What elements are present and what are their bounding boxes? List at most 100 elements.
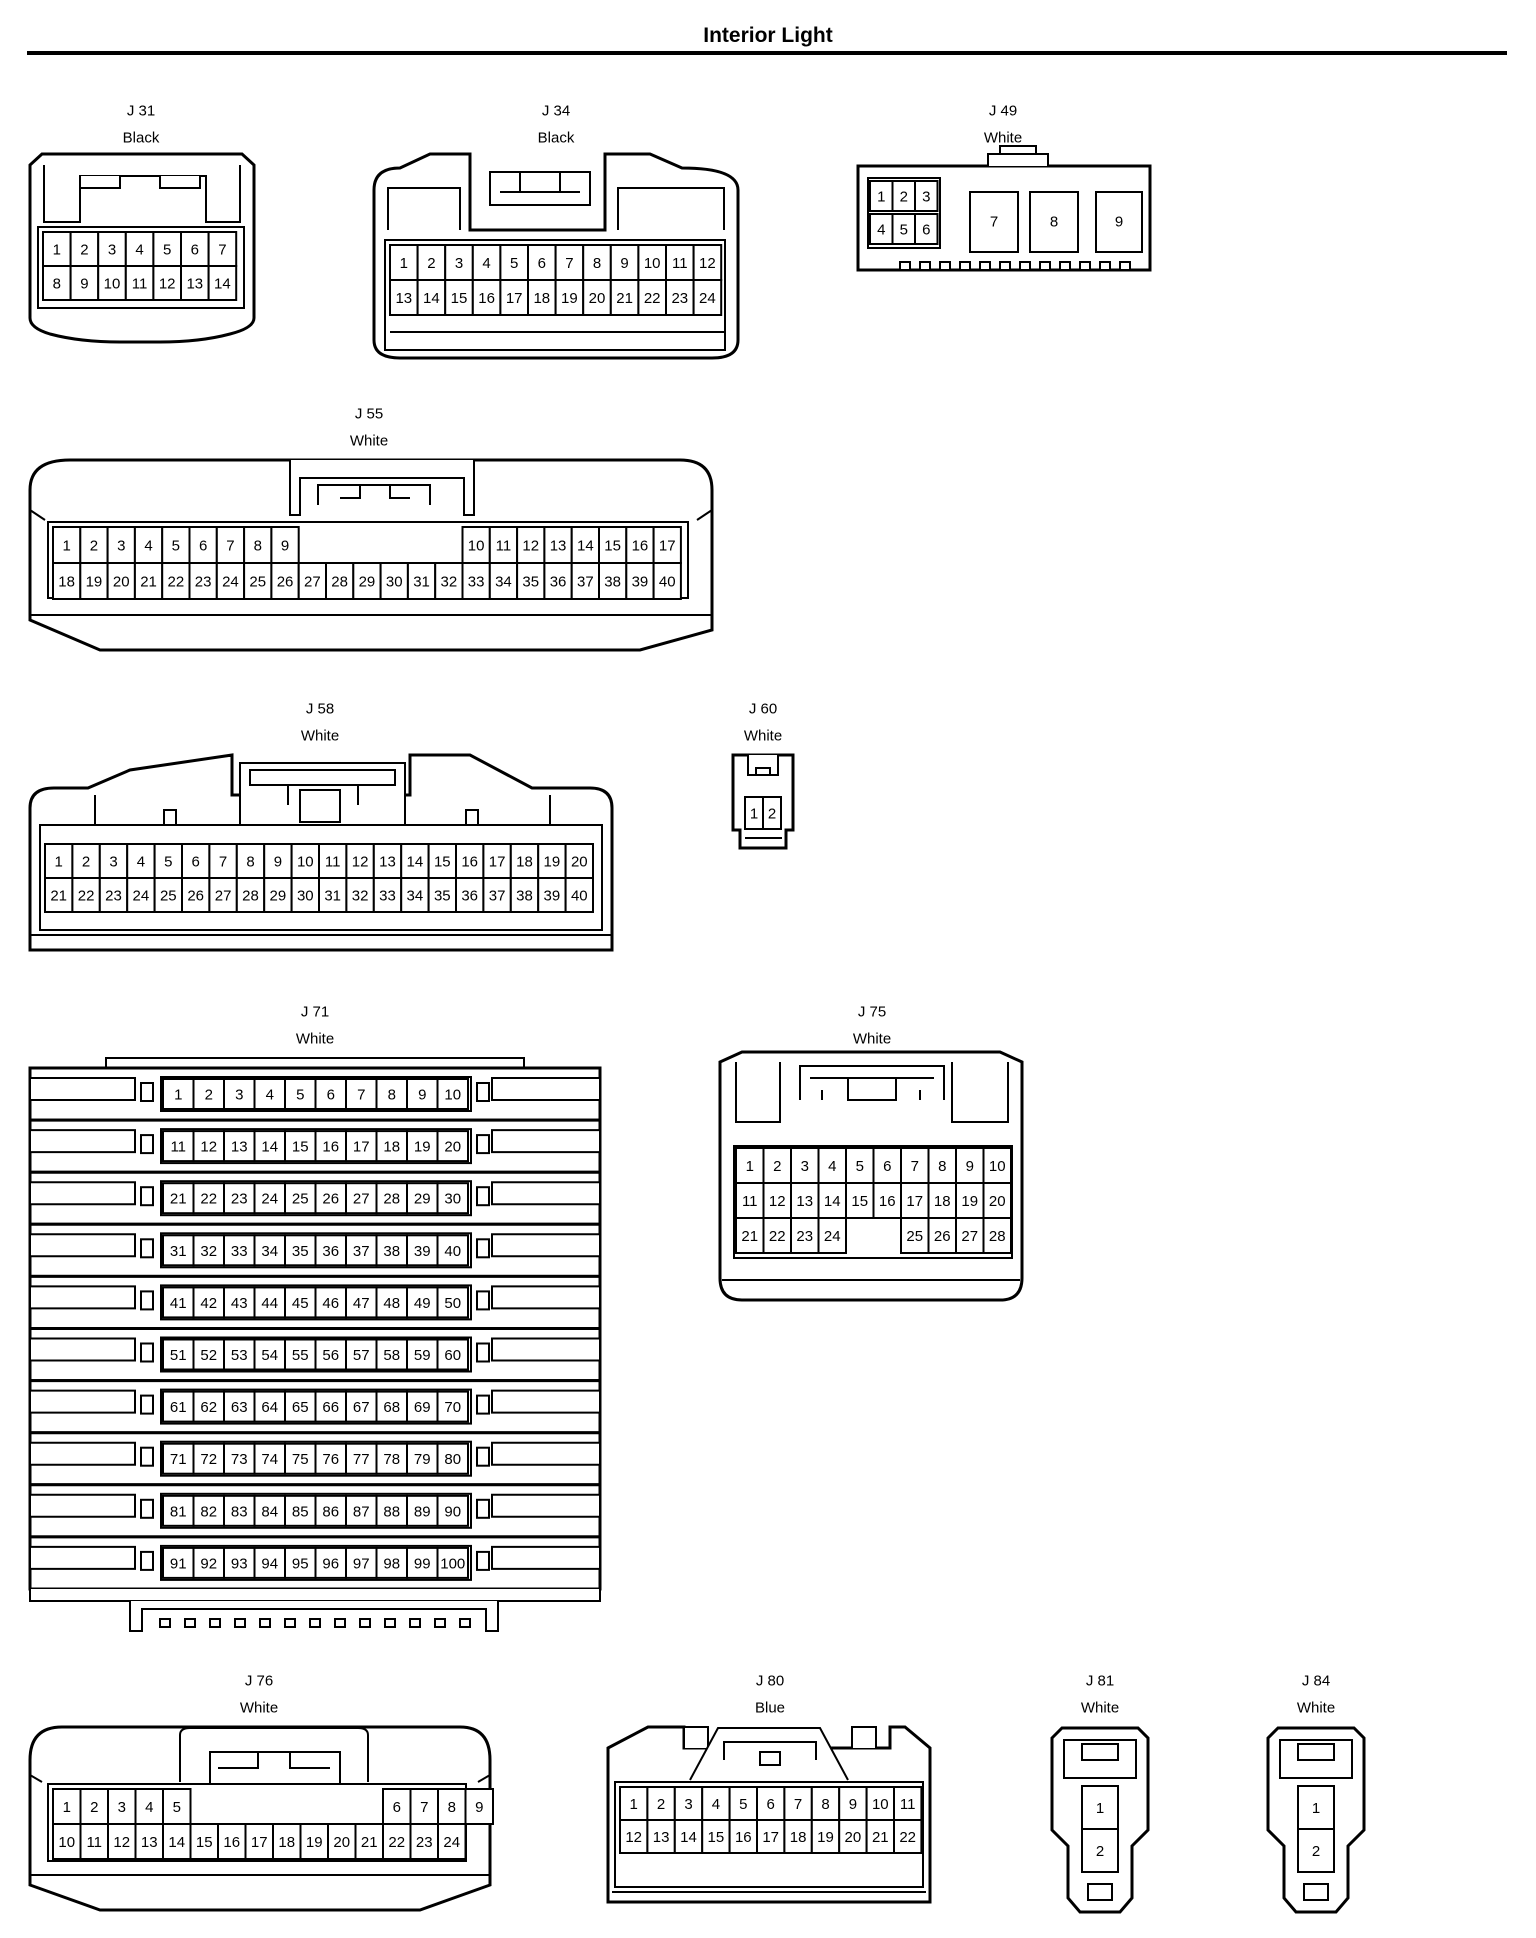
pin: [314, 1234, 347, 1267]
lock-slot: [140, 1186, 154, 1207]
tier-right-notch: [491, 1545, 601, 1583]
pin: [284, 1338, 317, 1371]
pin-number: 56: [322, 1347, 339, 1364]
pin-number: 4: [145, 1799, 153, 1816]
pin-number: 23: [416, 1834, 433, 1851]
tier-left-notch: [29, 1493, 136, 1531]
pin: [345, 877, 375, 913]
pin: [253, 1182, 286, 1215]
pin-number: 25: [249, 574, 266, 591]
foot-tooth: [309, 1618, 321, 1628]
pin-number: 19: [544, 854, 561, 871]
pin-number: 2: [90, 538, 98, 555]
pin-number: 8: [388, 1087, 396, 1104]
pin: [625, 526, 655, 564]
lock-slot: [140, 1550, 154, 1571]
pin-number: 14: [577, 538, 594, 555]
pin-number: 49: [414, 1295, 431, 1312]
lock-slot: [140, 1238, 154, 1259]
foot: [1079, 261, 1091, 271]
pin-number: 5: [296, 1087, 304, 1104]
pin-number: 4: [482, 255, 490, 272]
pin-number: 22: [388, 1834, 405, 1851]
pin-number: 1: [400, 255, 408, 272]
pin: [71, 843, 101, 879]
pin-number: 20: [589, 290, 606, 307]
connector-id: J 75: [858, 1004, 886, 1021]
pin: [345, 1286, 378, 1319]
pin: [223, 1130, 256, 1163]
pin: [444, 279, 474, 316]
pin-number: 7: [990, 214, 998, 231]
pin-number: 9: [966, 1158, 974, 1175]
tier-right-notch: [491, 1077, 601, 1115]
pin-number: 23: [195, 574, 212, 591]
pin-number: 5: [900, 222, 908, 239]
pin-number: 73: [231, 1451, 248, 1468]
pin-number: 15: [708, 1829, 725, 1846]
lock-slot: [476, 1082, 490, 1102]
pin-number: 4: [266, 1087, 274, 1104]
lock-slot: [476, 1238, 490, 1259]
tier-right-notch: [491, 1233, 601, 1271]
pin: [436, 1234, 469, 1267]
pin-number: 4: [828, 1158, 836, 1175]
pin-number: 12: [625, 1829, 642, 1846]
latch-tabs: [79, 176, 201, 189]
lock-slot: [140, 1394, 154, 1415]
pin-number: 17: [251, 1834, 268, 1851]
pin: [509, 877, 540, 913]
pin-number: 13: [379, 854, 396, 871]
pin-number: 97: [353, 1555, 370, 1572]
latch: [723, 1741, 817, 1766]
pin-number: 59: [414, 1347, 431, 1364]
pin-number: 1: [1312, 1800, 1320, 1817]
pin-number: 23: [105, 888, 122, 905]
pin-number: 14: [824, 1193, 841, 1210]
pin-number: 18: [790, 1829, 807, 1846]
pin: [152, 265, 182, 301]
connector-id: J 49: [989, 103, 1017, 120]
pin: [284, 1390, 317, 1423]
pin-number: 100: [440, 1555, 465, 1572]
tier-right-notch: [491, 1337, 601, 1375]
pin-number: 15: [434, 854, 451, 871]
pin-number: 2: [768, 806, 776, 823]
pin-number: 58: [383, 1347, 400, 1364]
pin-number: 27: [304, 574, 321, 591]
pin: [189, 1823, 219, 1860]
pin: [406, 1494, 439, 1527]
latch-window: [1297, 1743, 1335, 1761]
pin: [106, 562, 136, 600]
pin-number: 13: [550, 538, 567, 555]
pin-number: 10: [872, 1796, 889, 1813]
tier-left-notch: [29, 1441, 136, 1479]
pin-number: 2: [1096, 1843, 1104, 1860]
pin: [126, 877, 156, 913]
pin-number: 65: [292, 1399, 309, 1416]
latch-window: [1081, 1743, 1119, 1761]
pin: [375, 1234, 408, 1267]
pin-number: 17: [906, 1193, 923, 1210]
pin-number: 37: [577, 574, 594, 591]
pin-number: 13: [186, 276, 203, 293]
pin: [44, 877, 74, 913]
pin-number: 9: [281, 538, 289, 555]
pin-number: 39: [632, 574, 649, 591]
pin-number: 15: [604, 538, 621, 555]
pin: [756, 1786, 786, 1821]
pin-number: 34: [495, 574, 512, 591]
pin: [180, 231, 210, 267]
pin: [619, 1786, 649, 1821]
pin: [437, 1823, 467, 1860]
pin-number: 12: [522, 538, 539, 555]
pin-number: 82: [200, 1503, 217, 1520]
pin-number: 19: [817, 1829, 834, 1846]
pin-number: 43: [231, 1295, 248, 1312]
pin-number: 10: [58, 1834, 75, 1851]
pin-number: 40: [571, 888, 588, 905]
